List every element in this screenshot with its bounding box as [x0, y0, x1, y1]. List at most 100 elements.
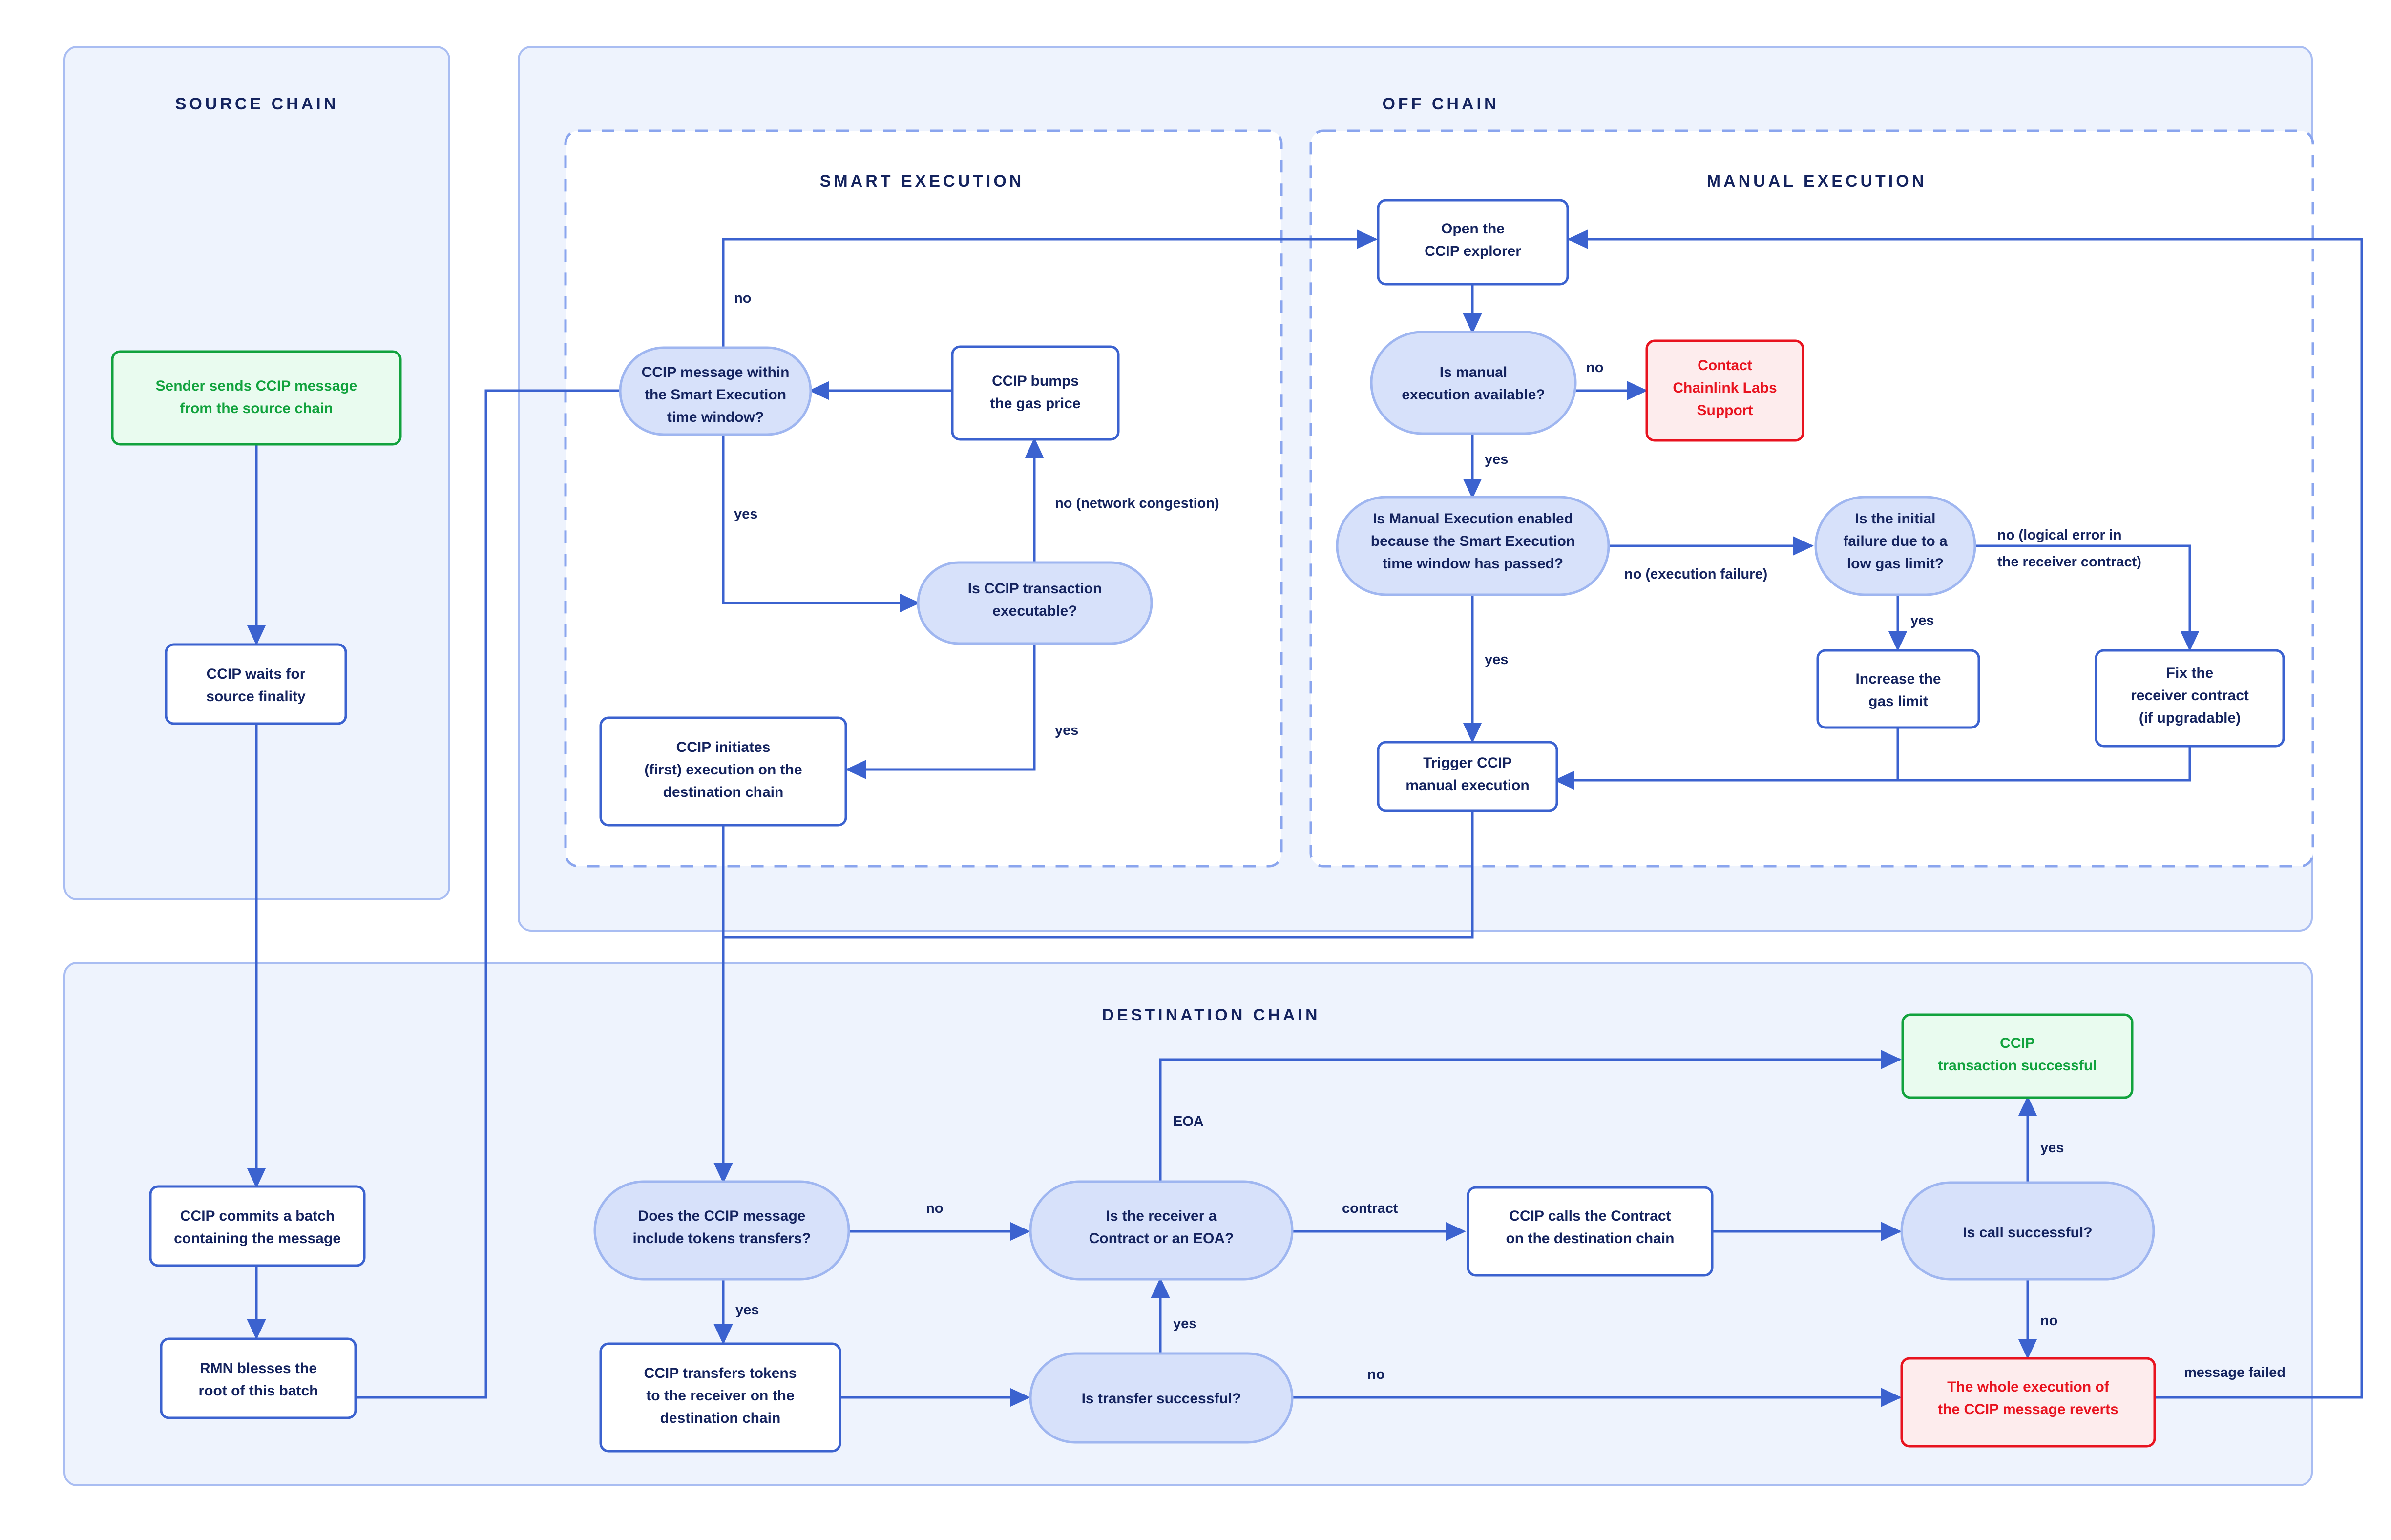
node-includes-tokens[interactable]: Does the CCIP message include tokens tra… — [593, 1180, 850, 1281]
edge-label-window-yes: yes — [734, 506, 757, 522]
node-tx-executable-line-1: executable? — [992, 603, 1077, 619]
edge-lowgas-no-to-fix — [1975, 544, 2200, 652]
node-within-window[interactable]: CCIP message within the Smart Execution … — [619, 346, 812, 436]
edge-fix-to-trigger — [1556, 746, 2191, 782]
edge-label-message-failed: message failed — [2184, 1365, 2286, 1380]
node-execution-reverts-line-1: the CCIP message reverts — [1938, 1401, 2118, 1417]
node-calls-contract-line-1: on the destination chain — [1506, 1230, 1674, 1247]
node-bumps-gas-line-1: the gas price — [990, 395, 1080, 412]
node-initiates-exec[interactable]: CCIP initiates (first) execution on the … — [599, 716, 847, 827]
node-fix-receiver-line-0: Fix the — [2166, 665, 2214, 681]
node-call-success-line-0: Is call successful? — [1963, 1225, 2092, 1241]
node-calls-contract[interactable]: CCIP calls the Contract on the destinati… — [1467, 1186, 1714, 1277]
node-commits-batch[interactable]: CCIP commits a batch containing the mess… — [149, 1185, 366, 1267]
node-commits-batch-line-1: containing the message — [174, 1230, 341, 1247]
edge-label-window-no: no — [734, 291, 751, 306]
node-initiates-exec-line-0: CCIP initiates — [676, 739, 771, 755]
node-waits-finality[interactable]: CCIP waits for source finality — [165, 643, 347, 725]
node-low-gas-limit-line-2: low gas limit? — [1847, 556, 1944, 572]
node-manual-available[interactable]: Is manual execution available? — [1370, 331, 1577, 435]
node-open-explorer-line-0: Open the — [1441, 221, 1505, 237]
node-tx-executable[interactable]: Is CCIP transaction executable? — [917, 561, 1153, 645]
node-within-window-line-1: the Smart Execution — [645, 387, 786, 403]
edge-message-failed-to-explorer — [1567, 229, 2363, 1399]
node-bumps-gas[interactable]: CCIP bumps the gas price — [951, 345, 1120, 441]
node-fix-receiver-line-1: receiver contract — [2131, 687, 2249, 704]
edge-label-receiver-contract: contract — [1342, 1201, 1398, 1216]
node-receiver-kind[interactable]: Is the receiver a Contract or an EOA? — [1029, 1180, 1294, 1281]
edge-label-transfer-no: no — [1367, 1367, 1384, 1382]
node-execution-reverts[interactable]: The whole execution of the CCIP message … — [1900, 1357, 2156, 1448]
node-call-success[interactable]: Is call successful? — [1900, 1181, 2155, 1281]
node-tx-executable-line-0: Is CCIP transaction — [968, 581, 1102, 597]
edge-label-lowgas-yes: yes — [1910, 613, 1934, 628]
edge-label-call-yes: yes — [2040, 1140, 2064, 1156]
node-rmn-blesses-line-0: RMN blesses the — [200, 1360, 317, 1376]
node-fix-receiver[interactable]: Fix the receiver contract (if upgradable… — [2095, 649, 2285, 748]
node-receiver-kind-line-0: Is the receiver a — [1106, 1208, 1217, 1224]
edge-window-no-to-explorer — [722, 229, 1378, 348]
node-tx-successful[interactable]: CCIP transaction successful — [1901, 1013, 2134, 1099]
node-open-explorer-line-1: CCIP explorer — [1425, 243, 1521, 259]
edge-label-tokens-no: no — [926, 1201, 943, 1216]
node-transfers-tokens-line-0: CCIP transfers tokens — [644, 1365, 797, 1381]
node-calls-contract-line-0: CCIP calls the Contract — [1509, 1208, 1671, 1224]
node-includes-tokens-line-0: Does the CCIP message — [638, 1208, 806, 1224]
node-manual-enabled-line-1: because the Smart Execution — [1371, 533, 1575, 549]
group-off-chain-title: OFF CHAIN — [1382, 95, 1499, 113]
node-tx-successful-line-0: CCIP — [2000, 1035, 2035, 1051]
node-contact-support-line-2: Support — [1697, 402, 1753, 418]
edge-label-manual-available-no: no — [1586, 360, 1603, 375]
edge-label-receiver-eoa: EOA — [1173, 1114, 1204, 1129]
node-manual-enabled-line-0: Is Manual Execution enabled — [1373, 511, 1573, 527]
edge-label-tokens-yes: yes — [735, 1302, 759, 1318]
node-within-window-line-2: time window? — [667, 409, 764, 425]
node-low-gas-limit-line-1: failure due to a — [1843, 533, 1948, 549]
node-sender-sends[interactable]: Sender sends CCIP message from the sourc… — [111, 350, 402, 446]
edge-label-lowgas-no-2: the receiver contract) — [1997, 554, 2141, 570]
edge-label-lowgas-no-1: no (logical error in — [1997, 527, 2122, 543]
group-destination-chain-title: DESTINATION CHAIN — [1102, 1006, 1320, 1024]
edge-label-manual-enabled-no: no (execution failure) — [1624, 566, 1767, 582]
node-rmn-blesses-line-1: root of this batch — [199, 1383, 318, 1399]
node-manual-enabled[interactable]: Is Manual Execution enabled because the … — [1336, 496, 1610, 596]
node-initiates-exec-line-2: destination chain — [663, 784, 784, 800]
node-contact-support-line-0: Contact — [1698, 357, 1752, 374]
node-low-gas-limit-line-0: Is the initial — [1855, 511, 1935, 527]
node-includes-tokens-line-1: include tokens transfers? — [632, 1230, 811, 1247]
edge-label-manual-available-yes: yes — [1485, 452, 1508, 467]
node-contact-support[interactable]: Contact Chainlink Labs Support — [1645, 339, 1804, 442]
node-trigger-manual-line-0: Trigger CCIP — [1423, 755, 1512, 771]
node-transfer-success-line-0: Is transfer successful? — [1082, 1391, 1241, 1407]
group-source-chain-title: SOURCE CHAIN — [175, 95, 339, 113]
edge-executable-yes-to-initiates — [845, 644, 1036, 779]
group-smart-execution — [564, 129, 1283, 868]
node-waits-finality-line-1: source finality — [206, 688, 306, 705]
edge-rmn-to-within-window — [355, 381, 647, 1399]
node-tx-successful-line-1: transaction successful — [1938, 1058, 2097, 1074]
node-waits-finality-line-0: CCIP waits for — [207, 666, 306, 682]
node-increase-gas-line-1: gas limit — [1868, 693, 1928, 709]
edge-trigger-to-tokens — [723, 811, 1474, 939]
edge-label-executable-no: no (network congestion) — [1055, 496, 1219, 511]
node-fix-receiver-line-2: (if upgradable) — [2139, 710, 2241, 726]
edge-label-call-no: no — [2040, 1313, 2057, 1329]
node-sender-sends-line-1: from the source chain — [180, 400, 333, 416]
node-manual-available-line-0: Is manual — [1440, 364, 1507, 380]
node-low-gas-limit[interactable]: Is the initial failure due to a low gas … — [1814, 496, 1976, 596]
node-transfers-tokens-line-1: to the receiver on the — [646, 1388, 794, 1404]
node-transfer-success[interactable]: Is transfer successful? — [1029, 1352, 1294, 1444]
node-open-explorer[interactable]: Open the CCIP explorer — [1377, 199, 1569, 286]
node-rmn-blesses[interactable]: RMN blesses the root of this batch — [160, 1337, 357, 1419]
node-transfers-tokens[interactable]: CCIP transfers tokens to the receiver on… — [599, 1342, 841, 1453]
group-manual-execution — [1309, 129, 2314, 868]
node-increase-gas-line-0: Increase the — [1855, 671, 1941, 687]
node-commits-batch-line-0: CCIP commits a batch — [180, 1208, 335, 1224]
node-increase-gas[interactable]: Increase the gas limit — [1816, 649, 1980, 729]
node-trigger-manual[interactable]: Trigger CCIP manual execution — [1377, 741, 1558, 812]
edge-label-executable-yes: yes — [1055, 723, 1078, 738]
edge-label-manual-enabled-yes: yes — [1485, 652, 1508, 667]
node-sender-sends-line-0: Sender sends CCIP message — [156, 378, 357, 394]
